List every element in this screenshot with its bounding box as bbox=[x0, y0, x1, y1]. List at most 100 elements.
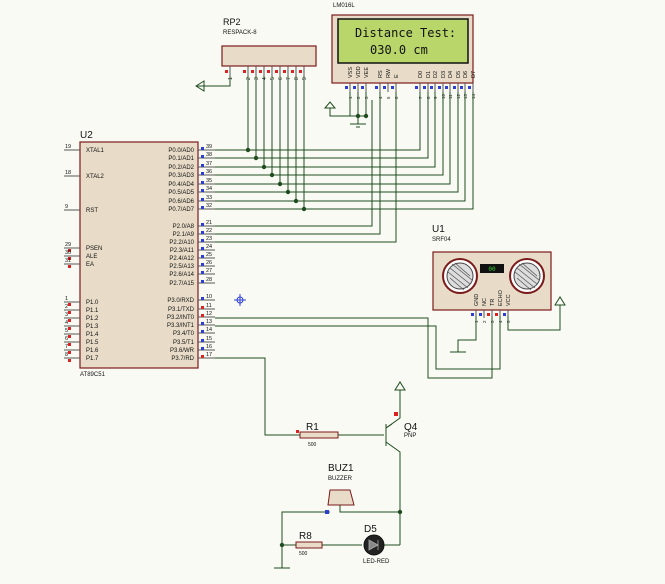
u2-right-pin-num: 14 bbox=[206, 327, 212, 333]
u2-right-pin-num: 34 bbox=[206, 186, 212, 192]
lcd-pin-marker bbox=[383, 86, 386, 89]
u2-right-pin-num: 37 bbox=[206, 161, 212, 167]
u2-right-pin-name: P3.2/INT0 bbox=[167, 315, 195, 321]
u2-right-pin-num: 36 bbox=[206, 169, 212, 175]
power-arrow-lcd-icon bbox=[323, 101, 337, 109]
wires bbox=[196, 76, 561, 568]
lcd-pin-name: RW bbox=[386, 68, 392, 78]
u2-right-pin-name: P3.1/TXD bbox=[168, 307, 195, 313]
q4-ref: Q4 bbox=[404, 422, 418, 433]
q4-arrow-icon bbox=[385, 423, 393, 429]
lcd-line-2: 030.0 cm bbox=[370, 43, 428, 57]
lcd-pin-name: D6 bbox=[463, 71, 469, 78]
junction-dot bbox=[285, 189, 291, 195]
u2-left-pin-num: 8 bbox=[65, 352, 68, 358]
rp2-pin-marker bbox=[275, 70, 278, 73]
u2-right-pin-marker bbox=[201, 223, 204, 226]
u2-component[interactable]: U2 AT89C51 19XTAL118XTAL29RST29PSEN30ALE… bbox=[64, 130, 215, 378]
r1-component[interactable]: R1 500 bbox=[296, 422, 339, 448]
u2-right-pin-num: 15 bbox=[206, 336, 212, 342]
rp2-pin-num: 4 bbox=[262, 77, 268, 80]
junction-dot bbox=[293, 198, 299, 204]
rp2-pin-num: 8 bbox=[294, 77, 300, 80]
lcd-pin-name: VEE bbox=[364, 67, 370, 78]
u2-left-pin-num: 4 bbox=[65, 320, 68, 326]
u2-right-pin-marker bbox=[201, 347, 204, 350]
diode-symbol-icon bbox=[368, 539, 379, 551]
u2-left-pin-name: RST bbox=[86, 208, 98, 214]
u2-left-pin-name: PSEN bbox=[86, 246, 102, 252]
lcd-pin-name: D5 bbox=[456, 71, 462, 78]
u2-right-pin-marker bbox=[201, 339, 204, 342]
u2-right-pin-name: P0.6/AD6 bbox=[168, 199, 194, 205]
u2-right-pin-name: P3.5/T1 bbox=[173, 340, 195, 346]
u2-left-pin-num: 19 bbox=[65, 144, 71, 150]
rp2-pin-marker bbox=[225, 70, 228, 73]
r8-value: 500 bbox=[299, 551, 308, 557]
u2-right-pin-marker bbox=[201, 155, 204, 158]
u2-left-pin-name: EA bbox=[86, 262, 94, 268]
d5-component[interactable]: D5 LED-RED bbox=[363, 524, 390, 565]
u2-left-pin-marker bbox=[68, 359, 71, 362]
u2-right-pin-marker bbox=[201, 247, 204, 250]
junction-dot bbox=[253, 155, 259, 161]
power-symbols bbox=[195, 80, 566, 569]
r1-pin-marker bbox=[296, 430, 299, 433]
u2-left-pin-num: 2 bbox=[65, 304, 68, 310]
u2-right-pin-num: 17 bbox=[206, 352, 212, 358]
u2-left-pin-marker bbox=[68, 257, 71, 260]
u2-right-pin-name: P0.4/AD4 bbox=[168, 182, 194, 188]
u2-right-pin-num: 13 bbox=[206, 319, 212, 325]
u2-left-pin-marker bbox=[68, 249, 71, 252]
rp2-pin-marker bbox=[283, 70, 286, 73]
left-transducer-icon bbox=[442, 258, 478, 294]
lcd-pin-name: D4 bbox=[448, 71, 454, 78]
u2-right-pin-name: P0.2/AD2 bbox=[168, 165, 194, 171]
lcd-component[interactable]: LM016L Distance Test: 030.0 cm VSS1VDD2V… bbox=[331, 3, 477, 99]
rp2-pin-marker bbox=[267, 70, 270, 73]
u2-right-pin-num: 22 bbox=[206, 228, 212, 234]
u2-right-pin-marker bbox=[201, 322, 204, 325]
u1-display-value: 00 bbox=[488, 266, 496, 273]
u2-right-pin-marker bbox=[201, 306, 204, 309]
lcd-pin-marker bbox=[438, 86, 441, 89]
u2-right-pin-num: 12 bbox=[206, 311, 212, 317]
junction-dot bbox=[277, 181, 283, 187]
lcd-pin-name: RS bbox=[378, 70, 384, 78]
q4-component[interactable]: Q4 PNP bbox=[385, 412, 418, 439]
u2-right-pin-marker bbox=[201, 239, 204, 242]
u2-right-pin-marker bbox=[201, 181, 204, 184]
u1-pin-name: ECHO bbox=[498, 289, 504, 306]
buz1-component[interactable]: BUZ1 BUZZER bbox=[325, 463, 355, 514]
q4-vcc-icon bbox=[394, 381, 406, 391]
buzzer-icon bbox=[327, 489, 355, 506]
lcd-pin-marker bbox=[353, 86, 356, 89]
q4-type: PNP bbox=[404, 433, 416, 439]
u2-left-pin-num: 31 bbox=[65, 258, 71, 264]
u2-left-pin-num: 3 bbox=[65, 312, 68, 318]
u2-right-pin-num: 11 bbox=[206, 303, 212, 309]
r1-body bbox=[299, 431, 339, 439]
u1-pin-marker bbox=[487, 313, 490, 316]
u2-right-pin-name: P0.5/AD5 bbox=[168, 190, 194, 196]
junction-dot bbox=[301, 206, 307, 212]
u2-right-pin-num: 35 bbox=[206, 178, 212, 184]
rp2-pin-marker bbox=[299, 70, 302, 73]
lcd-pin-name: VDD bbox=[356, 66, 362, 78]
u2-right-pin-marker bbox=[201, 271, 204, 274]
d5-part: LED-RED bbox=[363, 559, 390, 565]
u2-right-pin-marker bbox=[201, 263, 204, 266]
u2-right-pin-name: P2.5/A13 bbox=[169, 264, 194, 270]
r8-component[interactable]: R8 500 bbox=[295, 531, 323, 557]
u2-right-pin-num: 39 bbox=[206, 144, 212, 150]
u2-left-pin-name: P1.5 bbox=[86, 340, 99, 346]
u2-left-pin-marker bbox=[68, 343, 71, 346]
u2-right-pin-name: P2.0/A8 bbox=[173, 224, 195, 230]
buz1-part: BUZZER bbox=[328, 476, 353, 482]
u1-pin-marker bbox=[495, 313, 498, 316]
u1-part: SRF04 bbox=[432, 237, 451, 243]
u2-right-pin-marker bbox=[201, 297, 204, 300]
